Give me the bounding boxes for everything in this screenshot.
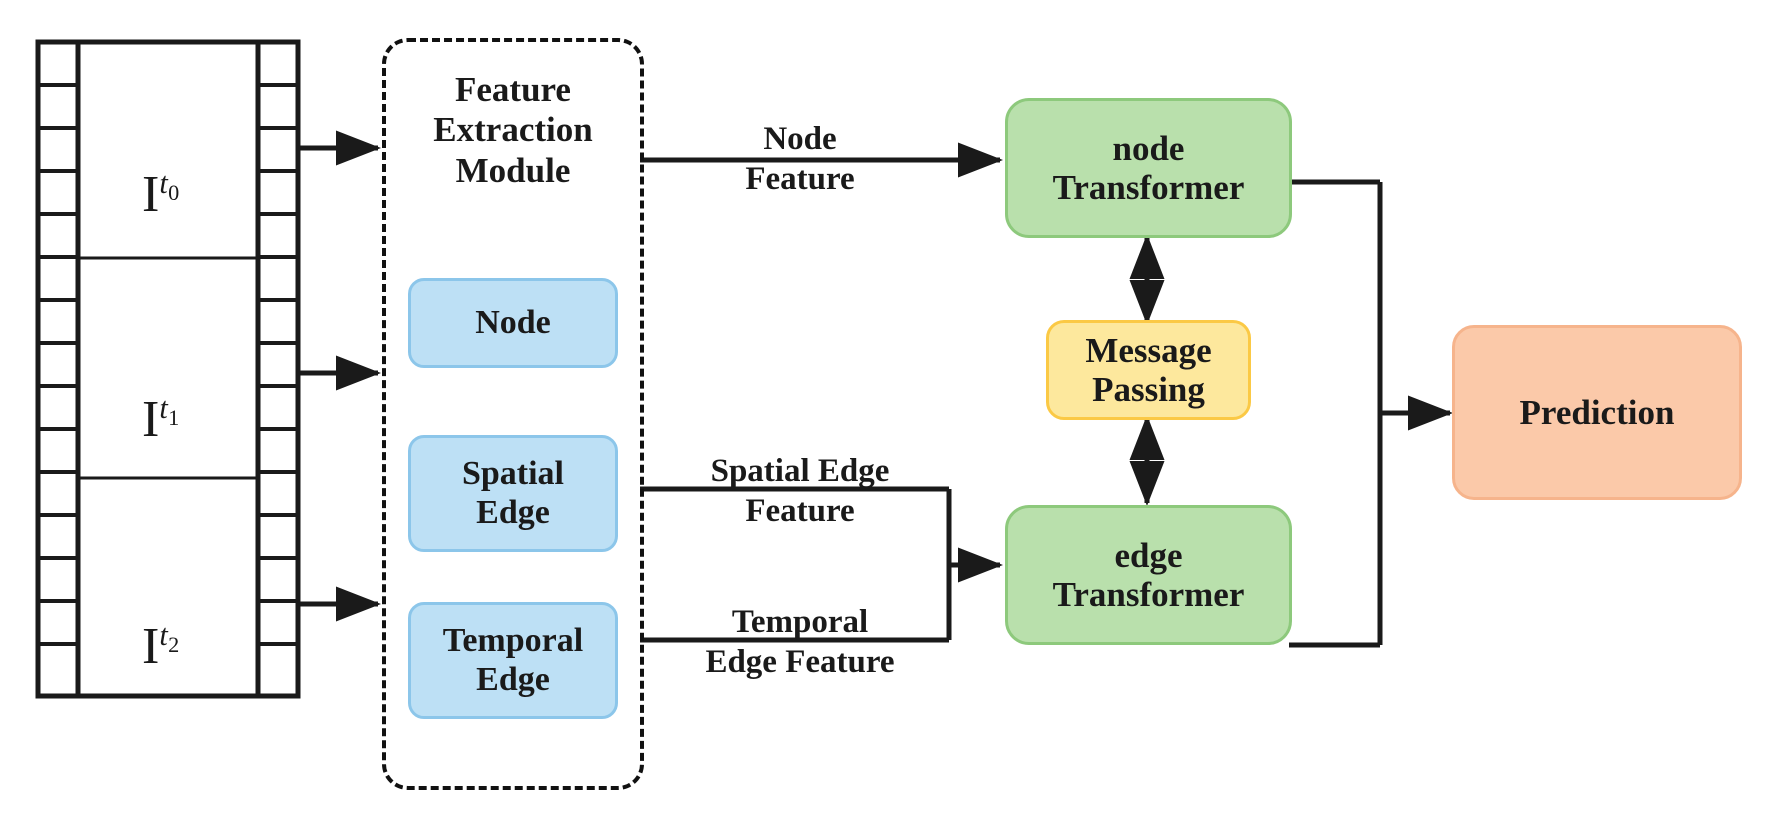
prediction-box[interactable]: Prediction — [1452, 325, 1742, 500]
edge-transformer-line-2: Transformer — [1052, 575, 1245, 614]
module-item-node[interactable]: Node — [408, 278, 618, 368]
film-strip — [35, 39, 301, 699]
module-title-line-3: Module — [455, 150, 571, 190]
label-node-feature: Node Feature — [680, 120, 920, 199]
module-item-spatial-edge-label-2: Edge — [476, 493, 550, 531]
label-temporal-edge-feature-line-2: Edge Feature — [705, 643, 895, 680]
module-item-node-label: Node — [475, 303, 551, 341]
frame-label-t0: It0 — [142, 165, 180, 223]
message-passing-line-1: Message — [1085, 330, 1212, 370]
label-temporal-edge-feature: Temporal Edge Feature — [650, 603, 950, 682]
feature-extraction-module — [382, 38, 644, 790]
prediction-merge — [1289, 179, 1454, 648]
module-item-temporal-edge[interactable]: Temporal Edge — [408, 602, 618, 719]
frame-label-t1: It1 — [142, 390, 180, 448]
node-transformer-box[interactable]: node Transformer — [1005, 98, 1292, 238]
frame-to-module-arrows — [300, 130, 382, 622]
edge-transformer-box[interactable]: edge Transformer — [1005, 505, 1292, 645]
edge-transformer-line-1: edge — [1114, 535, 1183, 575]
edge-feature-merge — [640, 486, 1004, 643]
module-item-spatial-edge[interactable]: Spatial Edge — [408, 435, 618, 552]
module-item-spatial-edge-label-1: Spatial — [461, 455, 565, 493]
feature-extraction-module-title: Feature Extraction Module — [382, 70, 644, 191]
label-temporal-edge-feature-line-1: Temporal — [731, 604, 869, 640]
message-passing-box[interactable]: Message Passing — [1046, 320, 1251, 420]
frame-label-t2: It2 — [142, 617, 180, 675]
module-title-line-2: Extraction — [433, 110, 593, 150]
module-title-line-1: Feature — [455, 70, 571, 109]
node-transformer-line-1: node — [1112, 128, 1185, 168]
module-item-temporal-edge-label-1: Temporal — [442, 622, 584, 660]
node-transformer-line-2: Transformer — [1052, 168, 1245, 207]
label-spatial-edge-feature-line-1: Spatial Edge — [710, 453, 890, 489]
label-node-feature-line-2: Feature — [745, 160, 855, 197]
message-passing-line-2: Passing — [1092, 370, 1205, 409]
label-spatial-edge-feature: Spatial Edge Feature — [650, 452, 950, 531]
prediction-label: Prediction — [1519, 392, 1675, 432]
label-node-feature-line-1: Node — [763, 121, 837, 157]
module-item-temporal-edge-label-2: Edge — [476, 660, 550, 698]
label-spatial-edge-feature-line-2: Feature — [745, 492, 855, 529]
